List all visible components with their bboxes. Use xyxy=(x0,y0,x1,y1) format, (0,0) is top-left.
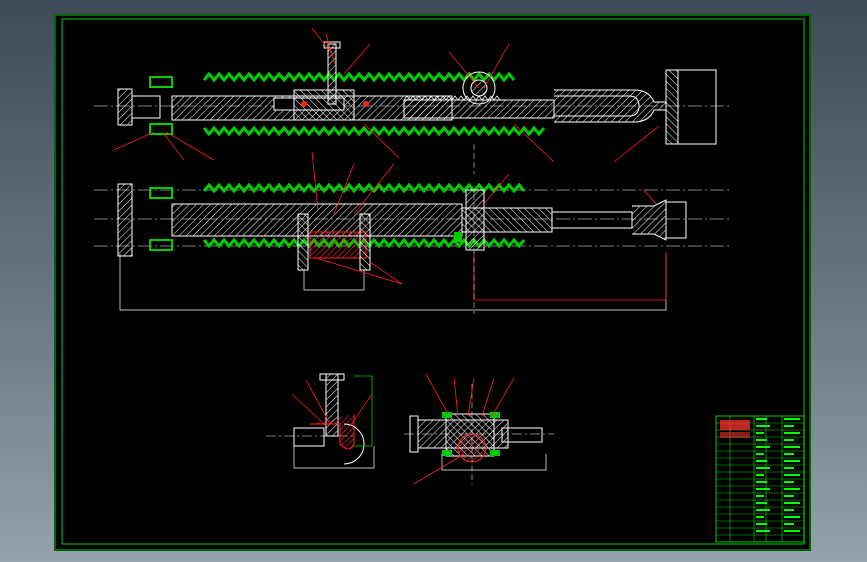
title-block-cell-mark xyxy=(784,432,800,434)
bellows-top xyxy=(202,71,516,83)
title-block-cell-mark xyxy=(784,439,794,441)
title-block-cell-mark xyxy=(756,495,764,497)
title-block-cell-mark xyxy=(784,446,800,448)
title-block-cell-mark xyxy=(784,502,800,504)
title-block-cell-mark xyxy=(756,432,764,434)
title-block-cell-mark xyxy=(784,516,800,518)
title-block-cell-mark xyxy=(784,418,800,420)
title-block-cell-mark xyxy=(784,453,794,455)
detail-view-right xyxy=(404,373,554,485)
title-block-cell-mark xyxy=(784,530,800,532)
title-block-cell-mark xyxy=(756,523,767,525)
detail-view-left xyxy=(266,373,375,469)
title-block-cell-mark xyxy=(756,530,770,532)
bellows-bottom xyxy=(202,125,546,137)
title-block-cell-mark xyxy=(756,488,770,490)
title-block-cell-mark xyxy=(756,439,767,441)
drawing-sheet xyxy=(54,14,811,551)
title-block-cell-mark xyxy=(756,425,770,427)
title-block-cell-mark xyxy=(784,460,800,462)
title-block-cell-mark xyxy=(756,467,770,469)
title-block xyxy=(715,415,805,543)
title-block-cell-mark xyxy=(756,509,770,511)
title-block-cell-mark xyxy=(784,488,800,490)
title-block-cell-mark xyxy=(756,516,764,518)
title-block-cell-mark xyxy=(784,523,794,525)
title-block-cell-mark xyxy=(784,474,800,476)
title-block-cell-mark xyxy=(756,481,767,483)
side-section-view xyxy=(94,151,729,314)
title-block-cell-mark xyxy=(756,502,767,504)
sheet-border-outer xyxy=(54,14,811,551)
title-block-cell-mark xyxy=(784,481,794,483)
title-block-cell-mark xyxy=(784,495,794,497)
sheet-border-inner xyxy=(61,18,805,545)
main-section-view xyxy=(94,27,729,174)
title-block-cell-mark xyxy=(756,446,770,448)
title-block-cell-mark xyxy=(756,460,767,462)
title-block-cell-mark xyxy=(756,453,764,455)
title-block-cell-mark xyxy=(756,418,767,420)
title-block-cell-mark xyxy=(784,509,794,511)
title-block-cell-mark xyxy=(784,467,794,469)
title-block-cell-mark xyxy=(784,425,794,427)
title-block-cell-mark xyxy=(756,474,764,476)
